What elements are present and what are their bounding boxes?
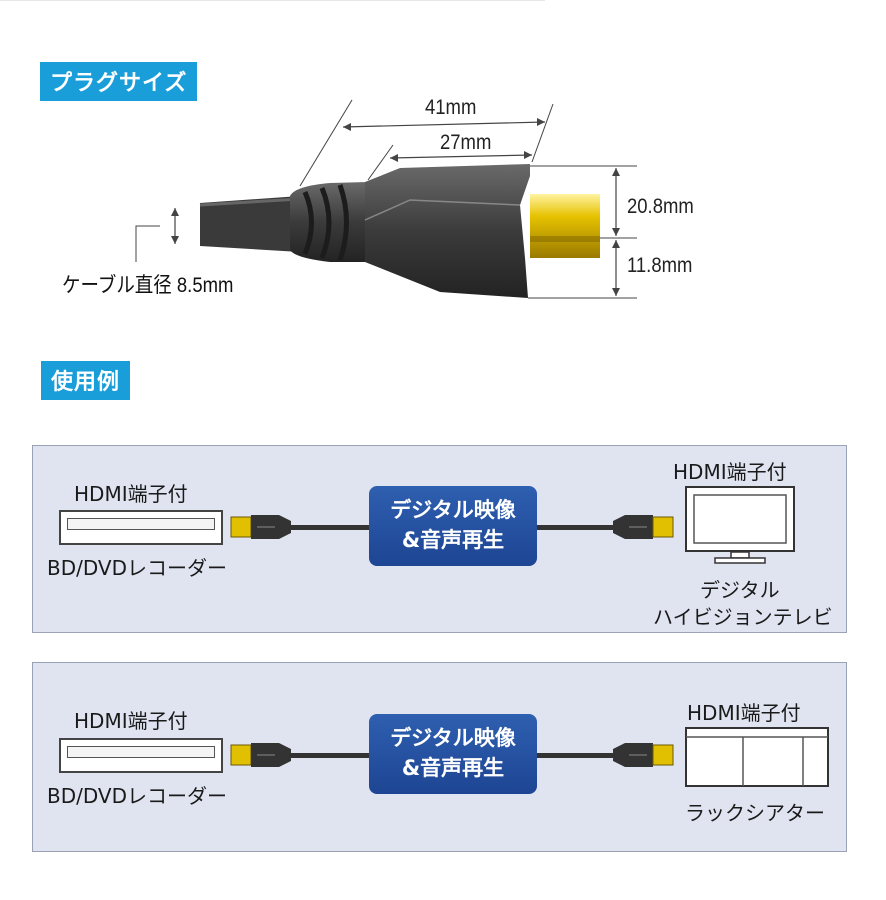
cable-diameter-label: ケーブル直径 8.5mm [62, 274, 234, 297]
recorder-hdmi-label: HDMI端子付 [74, 482, 188, 506]
theater-name-label: ラックシアター [685, 801, 825, 825]
section-title-usage-example: 使用例 [41, 361, 131, 400]
tv-name-line-1: デジタル [700, 578, 780, 602]
dimension-inner-height: 11.8mm [627, 254, 693, 277]
recorder-disc-slot [67, 518, 215, 530]
plug-housing [365, 164, 530, 298]
recorder-name-label: BD/DVDレコーダー [47, 556, 227, 580]
left-hdmi-plug [230, 515, 291, 539]
badge-line-2: &音声再生 [401, 528, 505, 552]
cable-body [200, 196, 300, 252]
usage-example-theater-panel: HDMI端子付 BD/DVDレコーダー デジタル映像 &音声再生 HDMI端子付… [32, 662, 847, 852]
plug-connector-gold [530, 194, 600, 258]
cable-right-segment [537, 753, 617, 758]
cable-left-segment [289, 753, 371, 758]
dimension-total-length: 41mm [425, 96, 477, 119]
digital-av-badge: デジタル映像 &音声再生 [369, 714, 537, 794]
bd-recorder-device [59, 738, 223, 773]
tv-name-line-2: ハイビジョンテレビ [653, 605, 833, 629]
tv-icon [685, 486, 795, 564]
right-hdmi-plug [613, 515, 674, 539]
bd-recorder-device [59, 510, 223, 545]
recorder-disc-slot [67, 746, 215, 758]
rack-theater-icon [685, 727, 829, 787]
cable-right-segment [537, 525, 617, 530]
recorder-hdmi-label: HDMI端子付 [74, 709, 188, 733]
cable-left-segment [289, 525, 371, 530]
dimension-body-length: 27mm [440, 131, 492, 154]
usage-example-tv-panel: HDMI端子付 BD/DVDレコーダー デジタル映像 &音声再生 HDMI端子付… [32, 445, 847, 633]
section-title-plug-size: プラグサイズ [40, 62, 198, 101]
right-hdmi-plug [613, 743, 674, 767]
left-hdmi-plug [230, 743, 291, 767]
badge-line-1: デジタル映像 [390, 726, 516, 750]
recorder-name-label: BD/DVDレコーダー [47, 784, 227, 808]
digital-av-badge: デジタル映像 &音声再生 [369, 486, 537, 566]
badge-line-2: &音声再生 [401, 756, 505, 780]
theater-hdmi-label: HDMI端子付 [687, 701, 801, 725]
badge-line-1: デジタル映像 [390, 498, 516, 522]
dimension-outer-height: 20.8mm [627, 195, 694, 218]
tv-hdmi-label: HDMI端子付 [673, 460, 787, 484]
top-divider [0, 0, 545, 1]
